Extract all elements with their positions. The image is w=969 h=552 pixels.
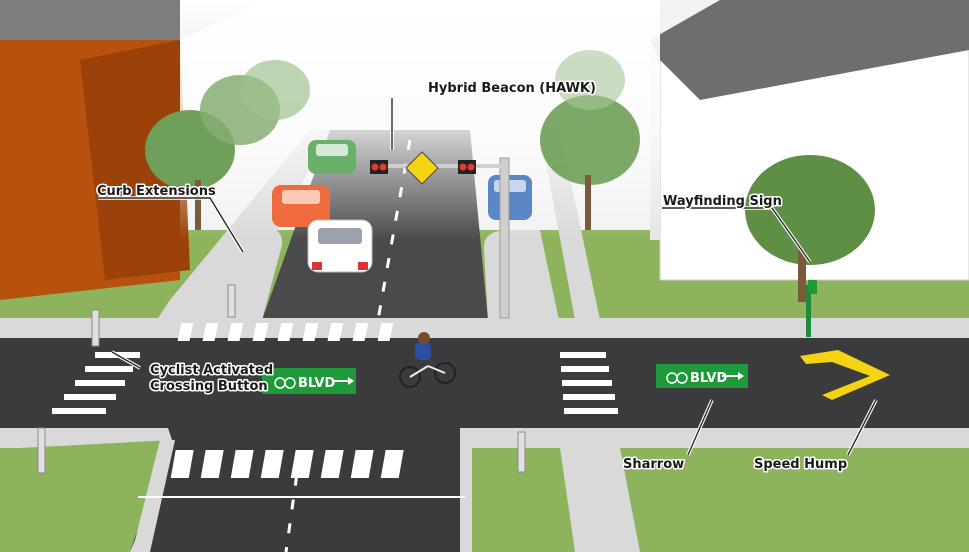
label-hybrid-beacon: Hybrid Beacon (HAWK) [428,81,596,96]
brick-building-side [80,40,190,280]
leader-lines [98,98,878,456]
wayfinding-sign [806,280,817,337]
label-cyclist-button-line1: Cyclist Activated [150,363,273,378]
label-curb-extensions: Curb Extensions [97,184,216,199]
center-line [284,139,412,552]
cross-street [0,338,969,430]
curb-bottom-right [460,428,472,552]
trees [145,50,875,302]
sidewalk-bottom-right [465,428,969,552]
grass-bottom-right [465,428,969,552]
crosswalk-right [560,352,618,414]
car-white [307,219,373,273]
sharrow-text-left: BLVD [298,376,335,391]
white-house-roof [650,0,969,100]
sidewalk-cross-top [0,318,969,340]
crosswalk-bottom [170,450,404,478]
sharrow-marking-left: BLVD [262,368,356,394]
cyclist [399,332,456,388]
bollards [37,284,526,474]
main-road-near [130,420,465,552]
sharrow-text-right: BLVD [690,371,727,386]
sharrow-marking-right: BLVD [656,364,748,388]
car-blue [488,175,532,220]
speed-hump-marking [800,350,890,400]
label-sharrow: Sharrow [623,457,684,472]
label-wayfinding-sign: Wayfinding Sign [663,194,782,209]
label-cyclist-button-line2: Crossing Button [150,379,268,394]
crosswalk-top [177,323,394,341]
label-speed-hump: Speed Hump [754,457,847,472]
car-orange [272,185,330,227]
car-green [308,140,356,174]
hawk-beacon [370,151,510,319]
